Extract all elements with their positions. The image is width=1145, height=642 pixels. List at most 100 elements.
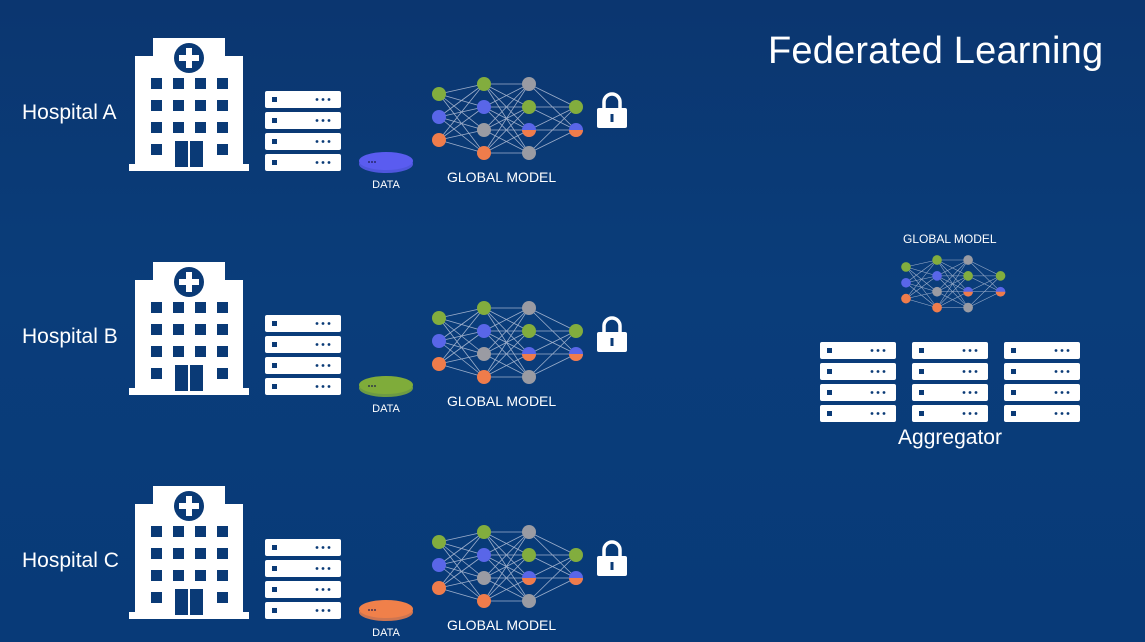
network-edge bbox=[438, 106, 485, 141]
network-edge bbox=[438, 129, 485, 141]
network-node bbox=[963, 302, 973, 313]
server-dot bbox=[321, 343, 325, 346]
network-node bbox=[522, 525, 536, 539]
network-edge bbox=[936, 259, 969, 292]
server-unit bbox=[265, 560, 341, 577]
server-led bbox=[272, 97, 277, 102]
network-edge bbox=[438, 587, 485, 602]
network-edge bbox=[967, 275, 1001, 292]
network-edge bbox=[905, 259, 938, 268]
network-node bbox=[963, 255, 973, 265]
hospital-window bbox=[217, 122, 228, 133]
hospital-window bbox=[217, 144, 228, 155]
data-disk-dot bbox=[374, 609, 376, 611]
server-unit bbox=[820, 363, 896, 380]
hospital-window bbox=[173, 526, 184, 537]
hospital-window bbox=[151, 302, 162, 313]
server-dot bbox=[321, 161, 325, 164]
server-unit bbox=[820, 342, 896, 359]
hospital-window bbox=[195, 346, 206, 357]
network-node-half bbox=[569, 578, 583, 585]
network-edge bbox=[528, 353, 577, 378]
lock-keyhole bbox=[610, 562, 614, 570]
server-dot bbox=[962, 349, 966, 352]
server-led bbox=[919, 348, 924, 353]
lock-shackle bbox=[602, 92, 622, 108]
server-dot bbox=[962, 391, 966, 394]
hospital-window bbox=[173, 324, 184, 335]
network-edge bbox=[483, 83, 530, 108]
network-node bbox=[432, 334, 446, 348]
network-edge bbox=[528, 330, 577, 378]
hospital-window bbox=[195, 302, 206, 313]
server-led bbox=[272, 545, 277, 550]
server-dot bbox=[1066, 412, 1070, 415]
server-dot bbox=[315, 322, 319, 325]
hospital-window bbox=[195, 570, 206, 581]
server-dot bbox=[321, 567, 325, 570]
network-edge bbox=[905, 275, 938, 299]
data-label-c: DATA bbox=[372, 627, 400, 639]
network-edge bbox=[483, 330, 530, 378]
network-edge bbox=[483, 577, 530, 602]
network-edges bbox=[905, 259, 1001, 308]
server-led bbox=[272, 342, 277, 347]
server-dot bbox=[321, 119, 325, 122]
hospital-window bbox=[217, 570, 228, 581]
server-led bbox=[827, 369, 832, 374]
network-edge bbox=[438, 363, 485, 378]
network-node bbox=[522, 370, 536, 384]
network-node-half bbox=[522, 578, 536, 585]
data-disk-top bbox=[359, 376, 413, 394]
hospital-window bbox=[217, 78, 228, 89]
hospital-window bbox=[151, 78, 162, 89]
server-dot bbox=[315, 119, 319, 122]
network-edge bbox=[438, 83, 485, 118]
data-disk-dot bbox=[371, 385, 373, 387]
server-unit bbox=[912, 405, 988, 422]
network-node-half bbox=[569, 130, 583, 137]
server-dot bbox=[882, 349, 886, 352]
network-node bbox=[569, 324, 583, 338]
server-unit bbox=[1004, 342, 1080, 359]
hospital-door-split bbox=[188, 589, 190, 615]
server-unit bbox=[265, 154, 341, 171]
server-dot bbox=[321, 609, 325, 612]
network-node-half bbox=[522, 354, 536, 361]
server-led bbox=[827, 348, 832, 353]
server-unit bbox=[265, 539, 341, 556]
network-node bbox=[932, 286, 942, 297]
server-led bbox=[272, 321, 277, 326]
hospital-window bbox=[173, 570, 184, 581]
server-dot bbox=[327, 385, 331, 388]
page-title: Federated Learning bbox=[768, 30, 1104, 72]
network-edge bbox=[483, 531, 530, 556]
server-dot bbox=[870, 391, 874, 394]
hospital-window bbox=[151, 570, 162, 581]
server-unit bbox=[265, 336, 341, 353]
network-edge bbox=[438, 531, 485, 566]
hospital-base bbox=[129, 164, 249, 171]
network-edge bbox=[967, 275, 1001, 308]
server-dot bbox=[315, 343, 319, 346]
network-edges bbox=[438, 531, 577, 602]
hospital-window bbox=[173, 122, 184, 133]
server-dot bbox=[315, 364, 319, 367]
server-unit bbox=[820, 405, 896, 422]
hospital-window bbox=[217, 548, 228, 559]
hospital-base bbox=[129, 388, 249, 395]
server-dot bbox=[876, 412, 880, 415]
lock-shackle bbox=[602, 316, 622, 332]
server-unit bbox=[912, 384, 988, 401]
hospital-cross-h bbox=[179, 503, 199, 509]
network-node bbox=[477, 324, 491, 338]
network-edge bbox=[967, 259, 1001, 277]
server-unit bbox=[265, 112, 341, 129]
server-dot bbox=[962, 370, 966, 373]
server-led bbox=[272, 363, 277, 368]
server-dot bbox=[1066, 349, 1070, 352]
server-dot bbox=[315, 567, 319, 570]
hospital-window bbox=[217, 324, 228, 335]
server-dot bbox=[315, 98, 319, 101]
network-node bbox=[477, 525, 491, 539]
